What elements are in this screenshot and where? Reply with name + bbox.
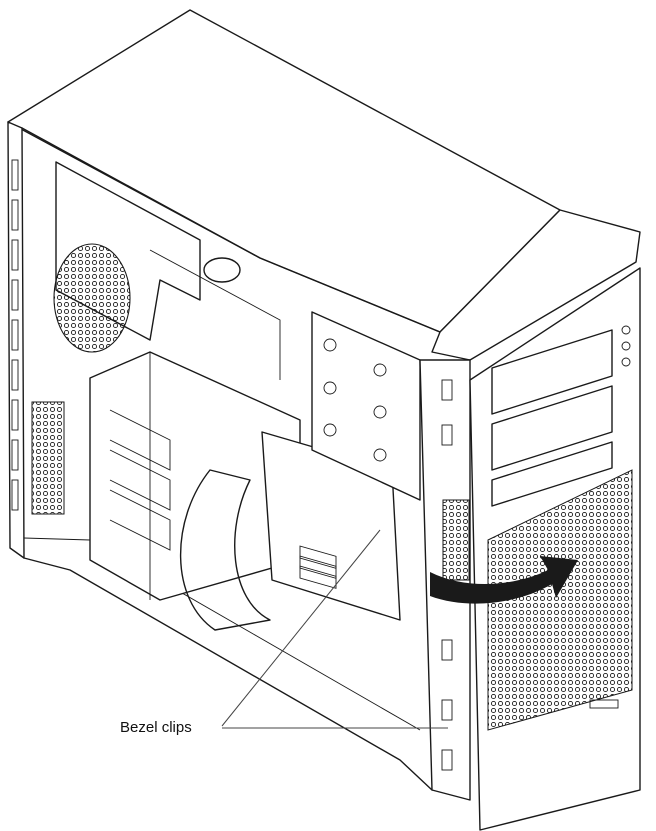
bezel-drive-bay-1 [491, 329, 613, 415]
bezel-drive-bay-3 [491, 441, 613, 507]
front-post-vent [442, 499, 470, 581]
rear-panel [7, 121, 25, 559]
rear-fan-grille [53, 243, 131, 353]
bezel-badge [589, 699, 619, 709]
rear-vent-grille [31, 401, 65, 515]
bezel-buttons [621, 325, 631, 367]
bezel-clips-label: Bezel clips [120, 719, 192, 736]
curved-arrow-icon [430, 556, 578, 604]
expansion-slots [109, 352, 171, 600]
bezel-drive-bay-2 [491, 385, 613, 471]
chassis-inner-wall [21, 127, 441, 333]
front-post-details [441, 379, 453, 771]
bay-rail-holes [323, 338, 387, 462]
chassis-bottom-edge [23, 557, 433, 791]
rear-panel-slots [11, 159, 19, 511]
ribbon-cable [179, 469, 271, 631]
bezel-mesh-grille [487, 469, 633, 731]
top-cover-front-lip [431, 209, 641, 361]
power-connector [203, 257, 241, 283]
upper-drive-bay-rail [311, 311, 421, 501]
bezel-clips-leader-line [221, 529, 381, 727]
drive-cage-slots [299, 545, 337, 589]
